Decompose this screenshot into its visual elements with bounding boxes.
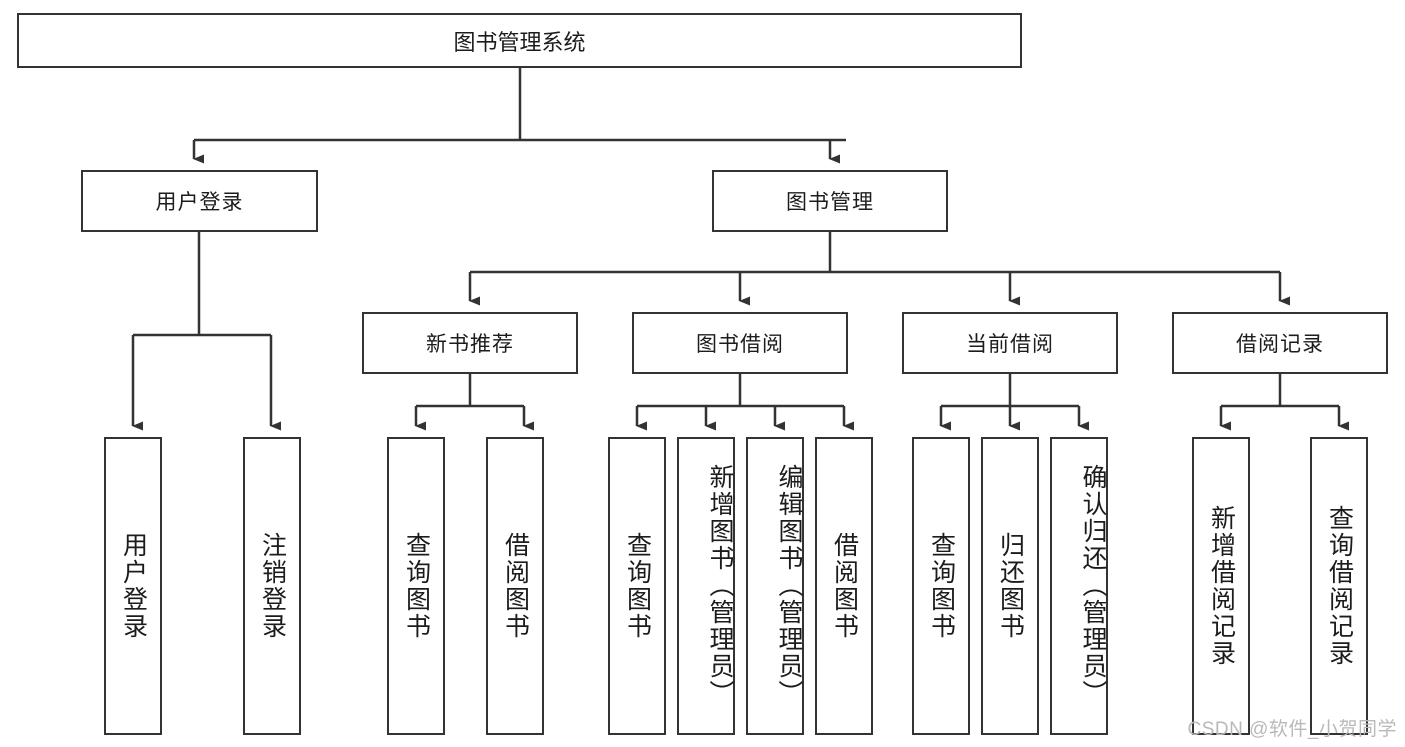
node-user-login[interactable]: 用户登录 — [81, 170, 318, 232]
node-current-borrow[interactable]: 当前借阅 — [902, 312, 1118, 374]
node-label: 借阅图书 — [830, 532, 859, 640]
node-label: 借阅图书 — [501, 532, 530, 640]
node-label: 新增借阅记录 — [1207, 505, 1236, 667]
node-label: 注销登录 — [258, 532, 287, 640]
node-label: 用户登录 — [119, 532, 148, 640]
node-root-system[interactable]: 图书管理系统 — [17, 13, 1022, 68]
node-label: 图书借阅 — [696, 333, 784, 356]
node-label: 借阅记录 — [1236, 333, 1324, 356]
leaf-borrow-book-recommend[interactable]: 借阅图书 — [486, 437, 544, 735]
leaf-query-borrow-record[interactable]: 查询借阅记录 — [1310, 437, 1368, 735]
node-label: 归还图书 — [996, 532, 1025, 640]
leaf-edit-book-admin[interactable]: 编辑图书（管理员） — [746, 437, 804, 735]
node-label: 新书推荐 — [426, 333, 514, 356]
node-label: 确认归还（管理员） — [1079, 463, 1107, 707]
node-label: 查询图书 — [623, 532, 652, 640]
node-borrow-record[interactable]: 借阅记录 — [1172, 312, 1388, 374]
node-label: 编辑图书（管理员） — [775, 463, 803, 707]
node-label: 查询图书 — [402, 532, 431, 640]
node-book-management[interactable]: 图书管理 — [712, 170, 948, 232]
node-label: 查询图书 — [927, 532, 956, 640]
node-label: 图书管理 — [786, 191, 874, 214]
node-label: 用户登录 — [155, 191, 244, 214]
leaf-user-login[interactable]: 用户登录 — [104, 437, 162, 735]
leaf-add-borrow-record[interactable]: 新增借阅记录 — [1192, 437, 1250, 735]
leaf-borrow-book[interactable]: 借阅图书 — [815, 437, 873, 735]
node-label: 新增图书（管理员） — [706, 463, 734, 707]
leaf-query-book-recommend[interactable]: 查询图书 — [387, 437, 445, 735]
node-label: 图书管理系统 — [453, 29, 586, 55]
leaf-confirm-return-admin[interactable]: 确认归还（管理员） — [1050, 437, 1108, 735]
node-book-borrow[interactable]: 图书借阅 — [632, 312, 848, 374]
leaf-query-book-current[interactable]: 查询图书 — [912, 437, 970, 735]
node-new-book-recommend[interactable]: 新书推荐 — [362, 312, 578, 374]
leaf-query-book-borrow[interactable]: 查询图书 — [608, 437, 666, 735]
node-label: 当前借阅 — [966, 333, 1054, 356]
watermark: CSDN @软件_小贺同学 — [1187, 719, 1397, 740]
leaf-user-logout[interactable]: 注销登录 — [243, 437, 301, 735]
leaf-add-book-admin[interactable]: 新增图书（管理员） — [677, 437, 735, 735]
leaf-return-book[interactable]: 归还图书 — [981, 437, 1039, 735]
node-label: 查询借阅记录 — [1325, 505, 1354, 667]
